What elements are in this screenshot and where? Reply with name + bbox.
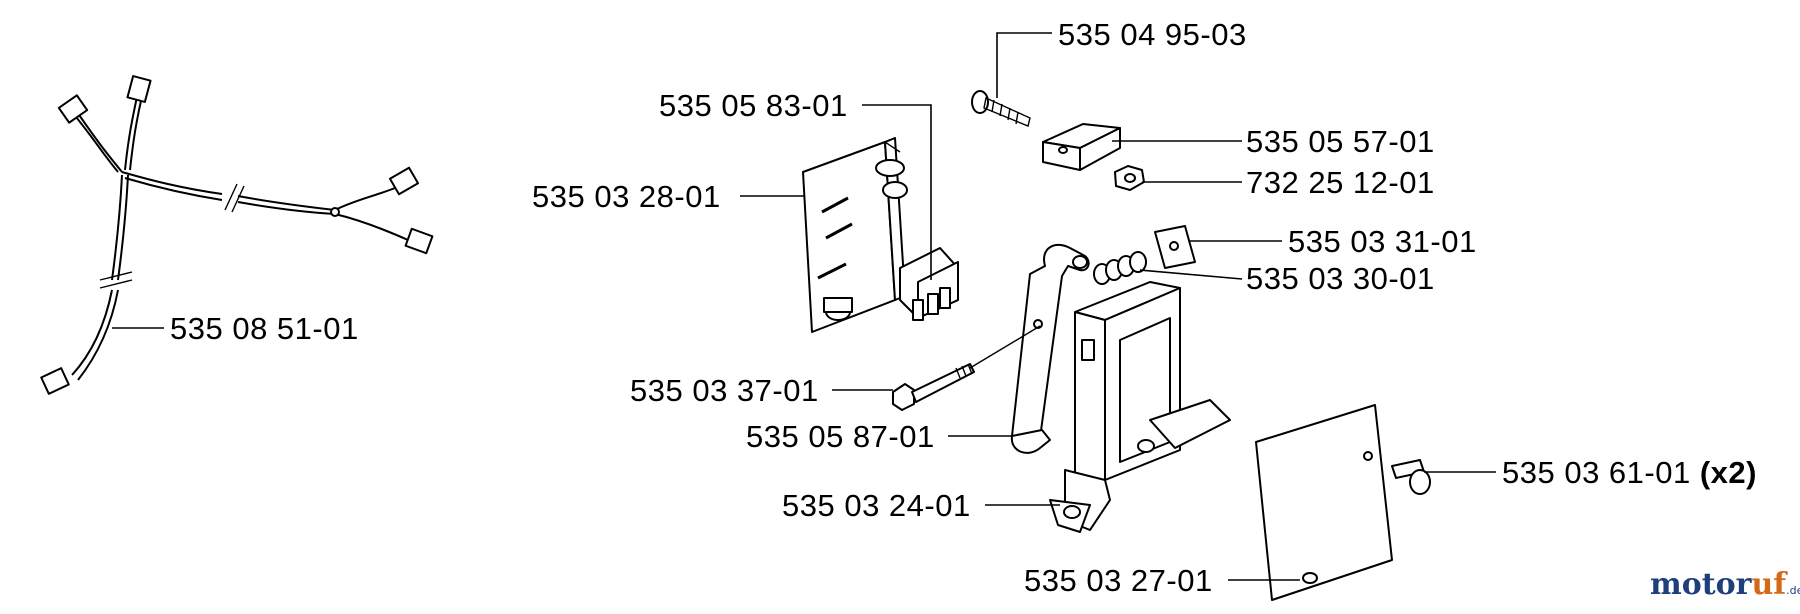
nut-drawing bbox=[1114, 165, 1145, 191]
part-number: 535 03 61-01 bbox=[1502, 455, 1691, 490]
part-label-535-03-24-01: 535 03 24-01 bbox=[782, 488, 971, 523]
part-label-535-04-95-03: 535 04 95-03 bbox=[1058, 17, 1247, 52]
part-label-535-03-28-01: 535 03 28-01 bbox=[532, 179, 721, 214]
motoruf-logo: motoruf.de bbox=[1650, 567, 1800, 602]
bolt-drawing bbox=[892, 363, 975, 411]
part-label-535-03-37-01: 535 03 37-01 bbox=[630, 373, 819, 408]
part-label-535-05-57-01: 535 05 57-01 bbox=[1246, 124, 1435, 159]
switch-drawing bbox=[899, 247, 959, 321]
spring-drawing bbox=[1093, 251, 1147, 285]
small-plate-drawing bbox=[1154, 225, 1196, 269]
small-bracket-drawing bbox=[1042, 123, 1121, 171]
wire-harness-drawing bbox=[40, 75, 434, 395]
part-label-535-03-31-01: 535 03 31-01 bbox=[1288, 224, 1477, 259]
part-label-535-03-61-01: 535 03 61-01 (x2) bbox=[1502, 457, 1757, 488]
part-label-535-05-83-01: 535 05 83-01 bbox=[659, 88, 848, 123]
leader-lines bbox=[112, 32, 1496, 581]
cover-plate-drawing bbox=[802, 137, 908, 333]
part-label-535-03-27-01: 535 03 27-01 bbox=[1024, 563, 1213, 598]
part-label-535-03-30-01: 535 03 30-01 bbox=[1246, 261, 1435, 296]
top-screw-drawing bbox=[971, 90, 1031, 127]
large-plate-drawing bbox=[1255, 404, 1393, 601]
part-label-535-05-87-01: 535 05 87-01 bbox=[746, 419, 935, 454]
right-screw-drawing bbox=[1391, 459, 1431, 495]
lever-drawing bbox=[1010, 243, 1090, 454]
part-label-732-25-12-01: 732 25 12-01 bbox=[1246, 165, 1435, 200]
part-label-535-08-51-01: 535 08 51-01 bbox=[170, 311, 359, 346]
part-quantity: (x2) bbox=[1699, 455, 1757, 490]
housing-drawing bbox=[1049, 281, 1231, 533]
